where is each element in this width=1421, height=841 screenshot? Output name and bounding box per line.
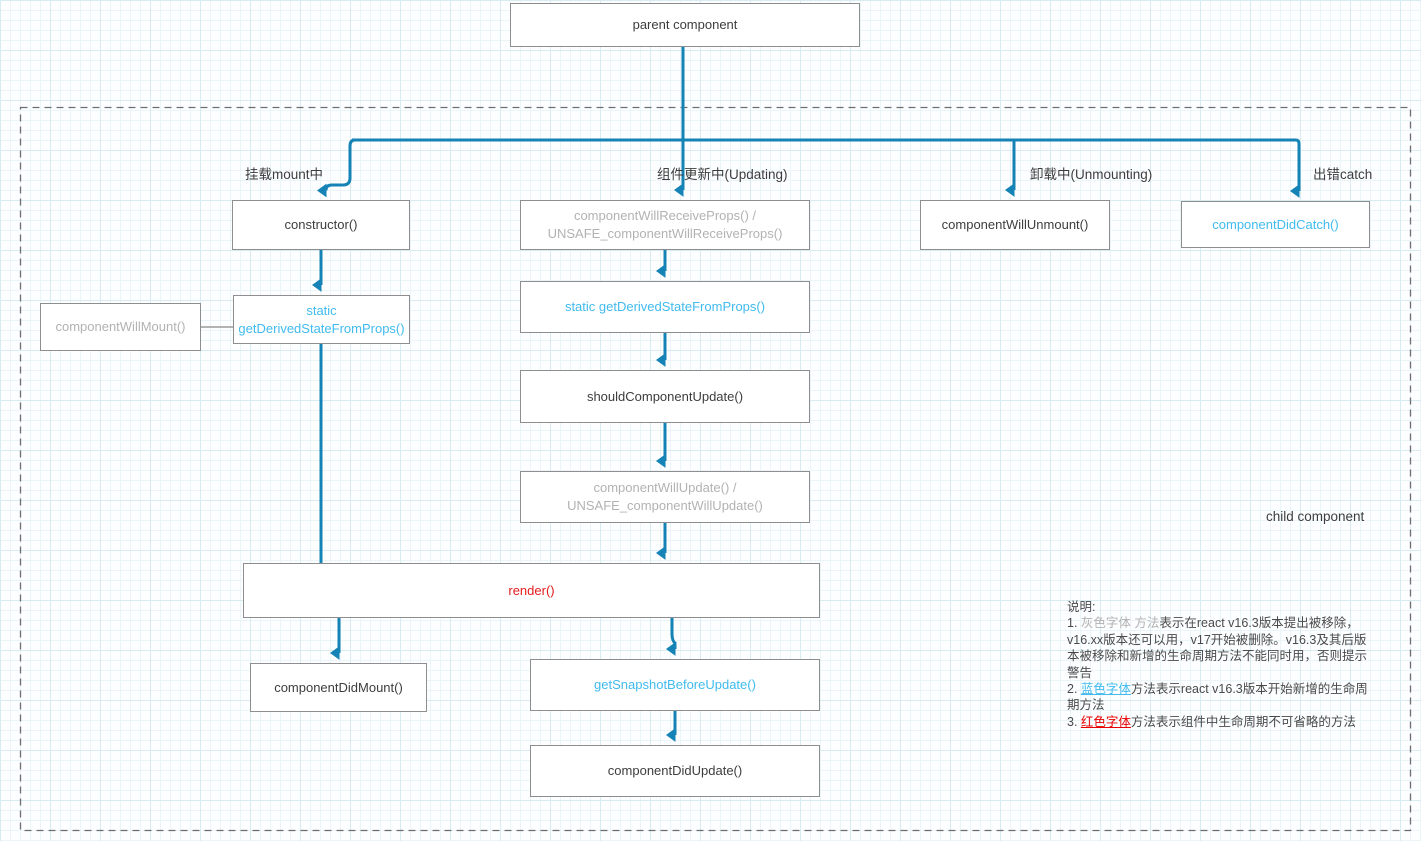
node-should-component-update: shouldComponentUpdate(): [520, 370, 810, 423]
node-static-get-derived-state-updating: static getDerivedStateFromProps(): [520, 281, 810, 333]
legend-item-red-text: 方法表示组件中生命周期不可省略的方法: [1130, 714, 1356, 729]
node-component-did-mount: componentDidMount(): [250, 663, 427, 712]
label-child-component: child component: [1266, 509, 1365, 524]
connector-render-to-getsnapshot: [666, 618, 677, 656]
node-render: render(): [243, 563, 820, 618]
legend-item-red-number: 3.: [1067, 714, 1081, 729]
node-component-did-update: componentDidUpdate(): [530, 745, 820, 797]
node-constructor: constructor(): [232, 200, 410, 250]
node-component-did-catch: componentDidCatch(): [1181, 201, 1370, 248]
node-static-get-derived-state-mount: static getDerivedStateFromProps(): [233, 295, 410, 344]
legend-item-blue-number: 2.: [1067, 682, 1081, 697]
legend-item-red-highlight: 红色字体: [1080, 714, 1131, 729]
legend-notes: 说明: 1. 灰色字体 方法表示在react v16.3版本提出被移除，v16.…: [1067, 599, 1375, 730]
label-mount-phase: 挂载mount中: [245, 167, 324, 182]
node-component-will-update: componentWillUpdate() / UNSAFE_component…: [520, 471, 810, 523]
legend-item-red: 3. 红色字体方法表示组件中生命周期不可省略的方法: [1067, 714, 1375, 730]
legend-item-gray-text: 表示在react v16.3版本提出被移除，v16.xx版本还可以用，v17开始…: [1067, 616, 1368, 680]
node-component-will-unmount: componentWillUnmount(): [920, 200, 1110, 250]
node-component-will-receive-props: componentWillReceiveProps() / UNSAFE_com…: [520, 200, 810, 250]
legend-item-gray-number: 1.: [1067, 616, 1081, 631]
child-component-dashed-border: [19, 106, 1412, 832]
label-unmounting-phase: 卸载中(Unmounting): [1030, 167, 1153, 182]
legend-item-gray: 1. 灰色字体 方法表示在react v16.3版本提出被移除，v16.xx版本…: [1067, 615, 1375, 681]
label-catch-phase: 出错catch: [1313, 167, 1373, 182]
legend-item-gray-highlight: 灰色字体 方法: [1080, 616, 1160, 631]
legend-title: 说明:: [1067, 600, 1096, 614]
legend-item-blue-text: 方法表示react v16.3版本开始新增的生命周期方法: [1067, 682, 1368, 713]
legend-item-blue: 2. 蓝色字体方法表示react v16.3版本开始新增的生命周期方法: [1067, 681, 1375, 714]
node-component-will-mount: componentWillMount(): [40, 303, 201, 351]
node-get-snapshot-before-update: getSnapshotBeforeUpdate(): [530, 659, 820, 711]
connector-to-didcatch: [1290, 138, 1301, 198]
label-updating-phase: 组件更新中(Updating): [657, 167, 788, 182]
node-parent-component: parent component: [510, 3, 860, 47]
legend-item-blue-highlight: 蓝色字体: [1080, 682, 1131, 697]
connector-to-constructor: [317, 138, 356, 198]
